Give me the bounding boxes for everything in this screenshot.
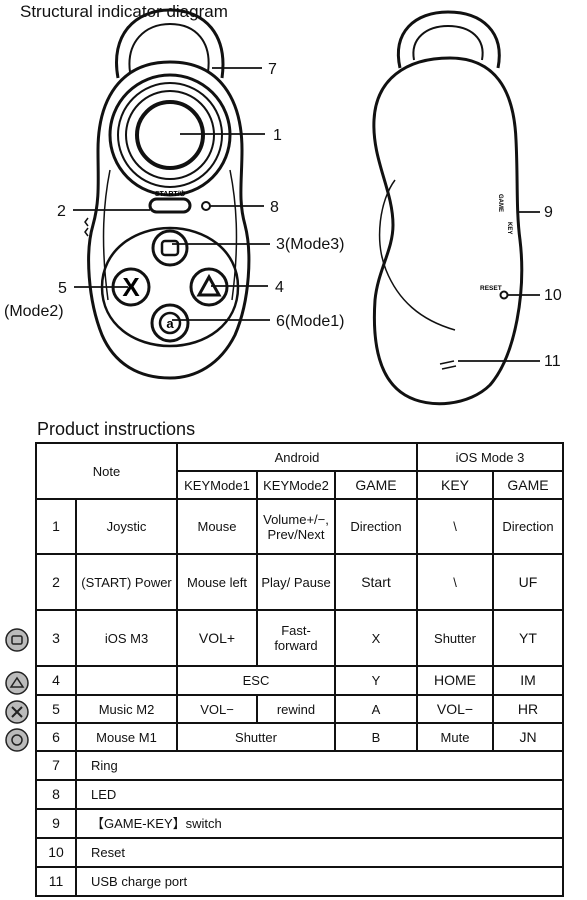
table-row: 2 (START) Power Mouse left Play/ Pause S… xyxy=(35,553,564,611)
structural-diagram: START/⏻ X a 7 1 2 8 3(Mode3) 4 5 (Mode2)… xyxy=(4,8,562,406)
mode3-button xyxy=(151,229,189,267)
header-ios: iOS Mode 3 xyxy=(416,442,564,472)
button-cluster-outline xyxy=(100,226,240,348)
header-key: KEY xyxy=(416,470,494,500)
table-row: 1 Joystic Mouse Volume+/−, Prev/Next Dir… xyxy=(35,498,564,555)
callout-3: 3(Mode3) xyxy=(276,236,344,253)
callout-5: 5 xyxy=(58,280,67,297)
table-row: 9 【GAME-KEY】switch xyxy=(35,808,564,839)
back-ring xyxy=(397,10,501,69)
mode1-glyph: a xyxy=(166,316,174,331)
mode3-button-icon xyxy=(5,628,29,652)
callout-6: 6(Mode1) xyxy=(276,313,344,330)
callout-4: 4 xyxy=(275,279,284,296)
mode2-glyph: X xyxy=(122,272,140,302)
callout-10: 10 xyxy=(544,287,562,304)
controller-body xyxy=(87,60,251,380)
table-row: 7 Ring xyxy=(35,750,564,781)
callout-11: 11 xyxy=(544,353,561,370)
start-label: START/⏻ xyxy=(155,190,186,198)
header-note: Note xyxy=(35,442,178,500)
triangle-button xyxy=(189,267,229,307)
header-game: GAME xyxy=(334,470,418,500)
a-button-icon xyxy=(5,728,29,752)
game-label: GAME xyxy=(497,194,503,212)
callout-9: 9 xyxy=(544,204,553,221)
callout-7: 7 xyxy=(268,61,277,78)
led-indicator xyxy=(201,201,211,211)
reset-hole xyxy=(499,290,509,300)
mode1-button xyxy=(150,303,190,343)
table-row: 10 Reset xyxy=(35,837,564,868)
table-heading: Product instructions xyxy=(37,419,196,439)
table-row: 11 USB charge port xyxy=(35,866,564,897)
back-view xyxy=(372,10,524,406)
diagram-heading: Structural indicator diagram xyxy=(20,2,228,21)
table-row: 3 iOS M3 VOL+ Fast- forward X Shutter YT xyxy=(35,609,564,667)
usb-port xyxy=(439,360,457,370)
joystick xyxy=(108,73,232,197)
product-instructions-table: Note Android iOS Mode 3 KEYMode1 KEYMode… xyxy=(35,442,564,897)
callout-2: 2 xyxy=(57,203,66,220)
table-row: 8 LED xyxy=(35,779,564,810)
back-body xyxy=(372,56,524,406)
table-row: 4 ESC Y HOME IM xyxy=(35,665,564,696)
reset-label: RESET xyxy=(480,285,502,292)
key-label: KEY xyxy=(506,222,512,234)
header-keymode1: KEYMode1 xyxy=(176,470,258,500)
x-button-icon xyxy=(5,700,29,724)
triangle-button-icon xyxy=(5,671,29,695)
front-view xyxy=(84,8,251,380)
callout-1: 1 xyxy=(273,127,282,144)
header-keymode2: KEYMode2 xyxy=(256,470,336,500)
callout-5-mode: (Mode2) xyxy=(4,303,64,320)
ring xyxy=(115,8,225,79)
callout-8: 8 xyxy=(270,199,279,216)
header-android: Android xyxy=(176,442,418,472)
header-ios-game: GAME xyxy=(492,470,564,500)
table-row: 5 Music M2 VOL− rewind A VOL− HR xyxy=(35,694,564,724)
table-row: 6 Mouse M1 Shutter B Mute JN xyxy=(35,722,564,752)
start-button xyxy=(148,197,192,214)
